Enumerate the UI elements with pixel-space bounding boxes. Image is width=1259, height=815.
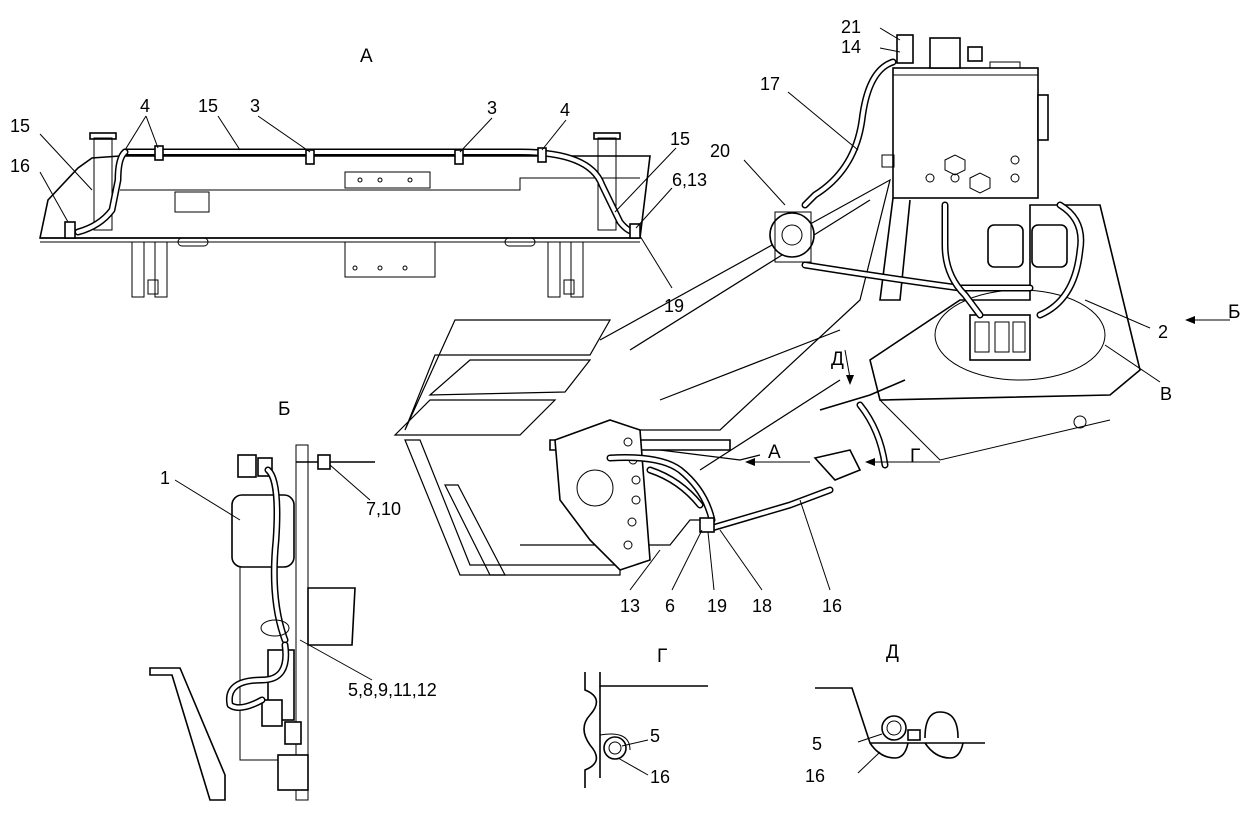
main-label-16: 16 — [822, 596, 842, 616]
view-b-label-1: 1 — [160, 468, 170, 488]
view-b-title: Б — [278, 399, 290, 420]
pump — [769, 212, 815, 258]
main-label-17: 17 — [760, 74, 780, 94]
main-label-21: 21 — [841, 17, 861, 37]
view-a-label-4-right: 4 — [560, 100, 570, 120]
main-label-view-a: А — [768, 442, 781, 463]
main-label-14: 14 — [841, 37, 861, 57]
main-label-13: 13 — [620, 596, 640, 616]
view-a-label-15-top: 15 — [198, 96, 218, 116]
main-label-19: 19 — [707, 596, 727, 616]
view-g-label-16: 16 — [650, 767, 670, 787]
main-label-view-b: Б — [1228, 302, 1240, 323]
view-a-label-3-left: 3 — [250, 96, 260, 116]
view-a-label-15-left: 15 — [10, 116, 30, 136]
view-g-label-5: 5 — [650, 726, 660, 746]
view-a-label-6-13: 6,13 — [672, 170, 707, 190]
view-a: А — [10, 46, 707, 316]
view-a-label-4-left: 4 — [140, 96, 150, 116]
main-label-view-g: Г — [910, 446, 920, 467]
hydraulic-tank — [892, 67, 1039, 199]
main-label-20: 20 — [710, 141, 730, 161]
main-label-v: В — [1160, 384, 1172, 404]
view-b-label-7-10: 7,10 — [366, 499, 401, 519]
view-d: Д 5 16 — [805, 642, 985, 786]
view-b: Б 1 7,10 5,8,9,11,12 — [149, 399, 437, 801]
main-label-view-d: Д — [831, 349, 844, 370]
view-d-label-16: 16 — [805, 766, 825, 786]
view-a-label-16: 16 — [10, 156, 30, 176]
view-d-title: Д — [886, 642, 899, 663]
main-label-18: 18 — [752, 596, 772, 616]
main-label-6: 6 — [665, 596, 675, 616]
view-a-label-15-right: 15 — [670, 129, 690, 149]
view-a-label-19: 19 — [664, 296, 684, 316]
view-d-label-5: 5 — [812, 734, 822, 754]
main-view: 21 14 17 20 2 Б В Д А Г 13 6 19 18 16 — [393, 17, 1240, 616]
view-a-title: А — [360, 46, 373, 67]
view-b-label-5-8-9-11-12: 5,8,9,11,12 — [348, 680, 437, 700]
view-g: Г 5 16 — [583, 646, 708, 788]
view-g-title: Г — [657, 646, 667, 667]
filter-1 — [231, 494, 295, 568]
view-a-label-3-right: 3 — [487, 98, 497, 118]
main-label-2: 2 — [1158, 322, 1168, 342]
